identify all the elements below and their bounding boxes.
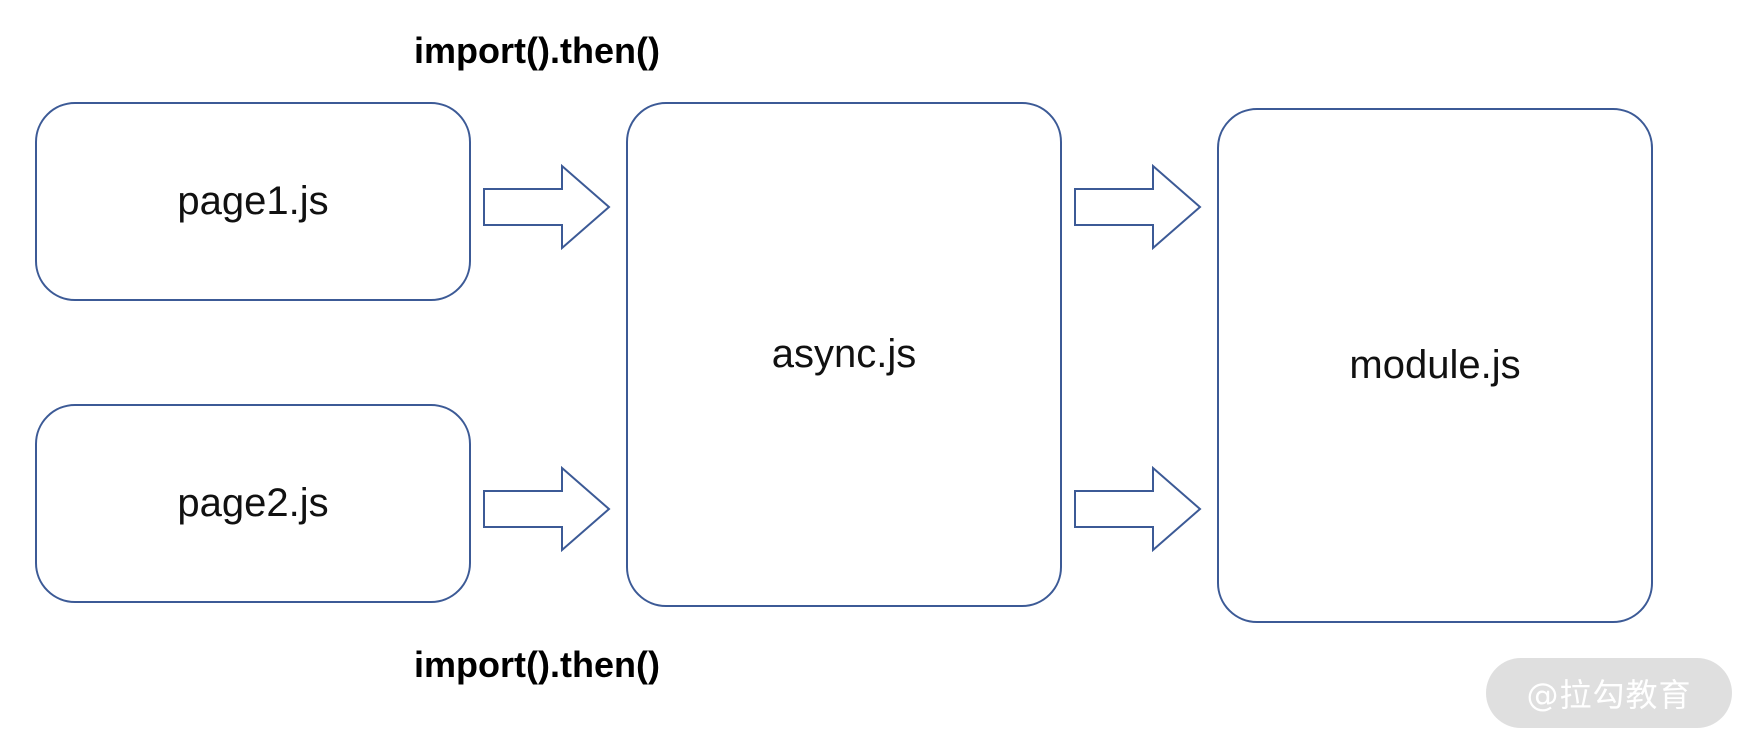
node-page1-label: page1.js — [177, 179, 329, 223]
node-async-label: async.js — [771, 332, 917, 376]
edge-label-bottom: import().then() — [414, 644, 660, 685]
arrow-page2-to-async — [483, 466, 611, 552]
node-page2: page2.js — [35, 404, 471, 603]
node-page1: page1.js — [35, 102, 471, 301]
arrow-page1-to-async — [483, 164, 611, 250]
arrow-async-to-module-top — [1074, 164, 1202, 250]
node-async: async.js — [626, 102, 1062, 607]
edge-label-top: import().then() — [414, 30, 660, 71]
node-module: module.js — [1217, 108, 1653, 623]
node-page2-label: page2.js — [177, 481, 329, 525]
arrow-async-to-module-bottom — [1074, 466, 1202, 552]
node-module-label: module.js — [1349, 343, 1521, 387]
watermark-badge: @拉勾教育 — [1486, 658, 1732, 728]
watermark-text: @拉勾教育 — [1526, 676, 1692, 714]
